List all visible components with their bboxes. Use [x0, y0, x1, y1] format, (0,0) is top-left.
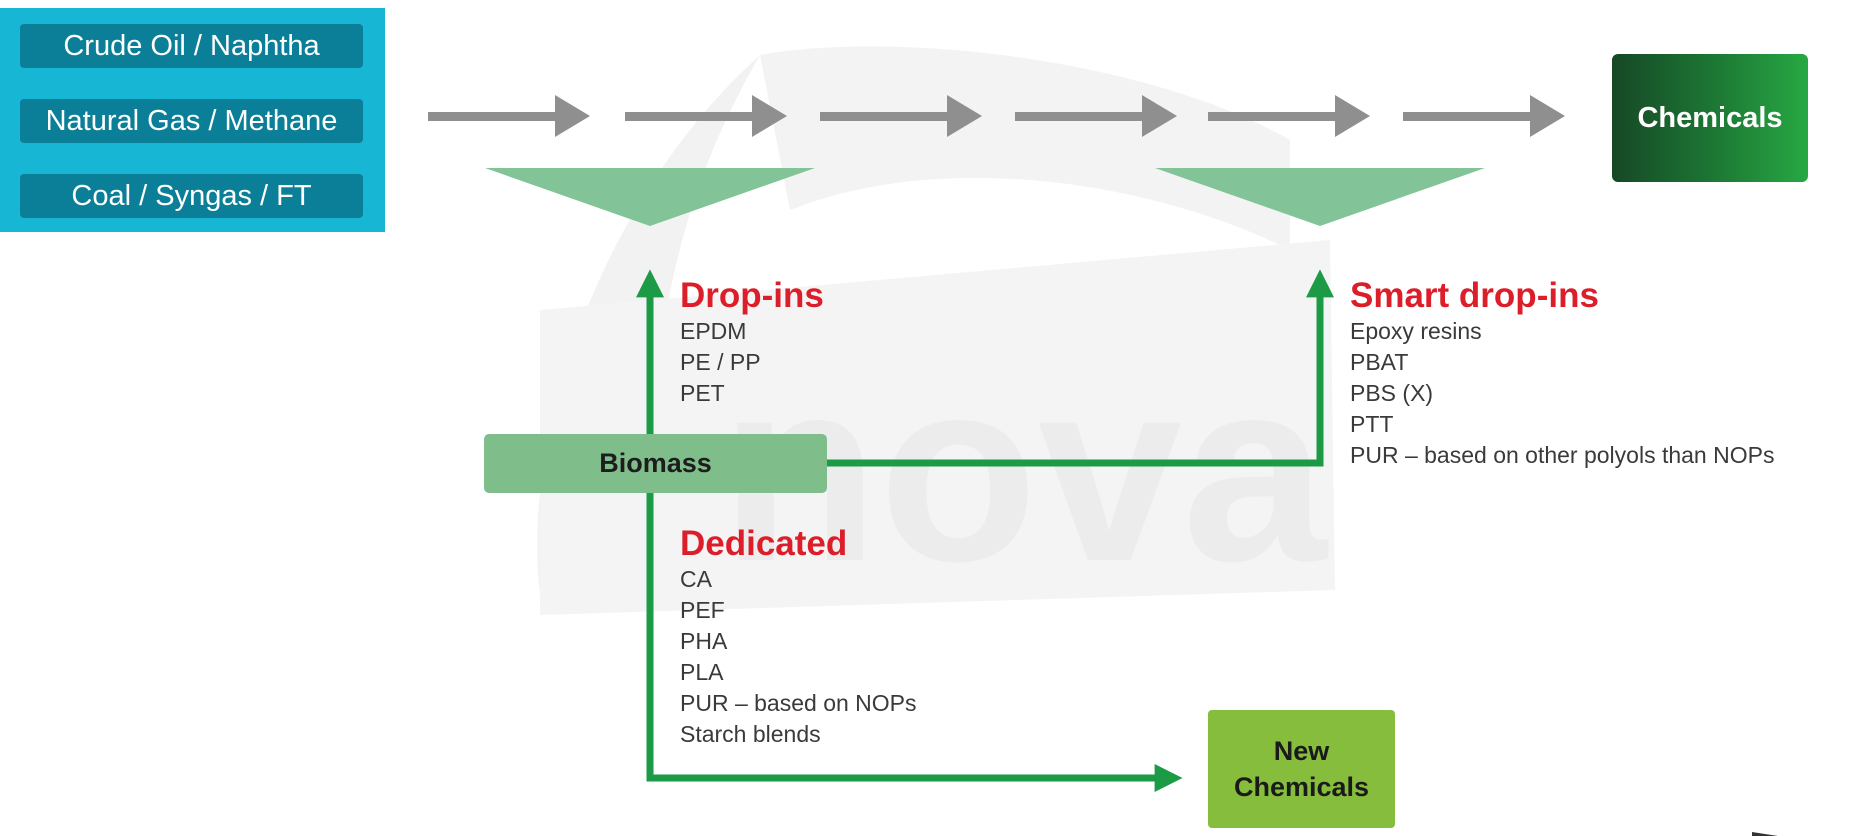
list-item: CA	[680, 566, 712, 592]
dedicated-section: Dedicated CA PEF PHA PLA PUR – based on …	[680, 524, 917, 750]
biomass-to-new-chemicals-arrow	[646, 493, 1183, 792]
list-item: PBS (X)	[1350, 380, 1434, 406]
dedicated-title: Dedicated	[680, 524, 848, 563]
feedstock-natural-gas: Natural Gas / Methane	[20, 99, 363, 143]
chemicals-box: Chemicals	[1612, 54, 1808, 182]
smart-drop-ins-section: Smart drop-ins Epoxy resins PBAT PBS (X)…	[1350, 276, 1774, 471]
corner-arrow-mark	[1752, 832, 1778, 836]
list-item: Epoxy resins	[1350, 318, 1482, 344]
biomass-box: Biomass	[484, 434, 827, 493]
biomass-to-smart-drop-ins-arrow	[827, 269, 1334, 467]
list-item: PE / PP	[680, 349, 761, 375]
list-item: EPDM	[680, 318, 747, 344]
list-item: PLA	[680, 659, 724, 685]
smart-drop-ins-title: Smart drop-ins	[1350, 276, 1599, 315]
drop-ins-list: EPDM PE / PP PET	[680, 316, 824, 409]
list-item: PET	[680, 380, 725, 406]
list-item: PHA	[680, 628, 728, 654]
process-arrow-2	[625, 95, 787, 137]
fossil-feedstock-panel: Crude Oil / Naphtha Natural Gas / Methan…	[0, 8, 385, 232]
feedstock-crude-oil: Crude Oil / Naphtha	[20, 24, 363, 68]
funnel-drop-ins	[485, 168, 815, 226]
new-chemicals-box: New Chemicals	[1208, 710, 1395, 828]
feedstock-coal: Coal / Syngas / FT	[20, 174, 363, 218]
drop-ins-title: Drop-ins	[680, 276, 824, 315]
process-arrow-3	[820, 95, 982, 137]
dedicated-list: CA PEF PHA PLA PUR – based on NOPs Starc…	[680, 564, 917, 750]
list-item: PBAT	[1350, 349, 1409, 375]
process-arrow-4	[1015, 95, 1177, 137]
list-item: PUR – based on NOPs	[680, 690, 917, 716]
smart-drop-ins-list: Epoxy resins PBAT PBS (X) PTT PUR – base…	[1350, 316, 1774, 471]
list-item: PTT	[1350, 411, 1394, 437]
process-arrow-6	[1403, 95, 1565, 137]
funnel-smart-drop-ins	[1155, 168, 1485, 226]
process-arrow-1	[428, 95, 590, 137]
process-arrow-5	[1208, 95, 1370, 137]
list-item: PEF	[680, 597, 725, 623]
list-item: PUR – based on other polyols than NOPs	[1350, 442, 1775, 468]
list-item: Starch blends	[680, 721, 821, 747]
drop-ins-section: Drop-ins EPDM PE / PP PET	[680, 276, 824, 409]
